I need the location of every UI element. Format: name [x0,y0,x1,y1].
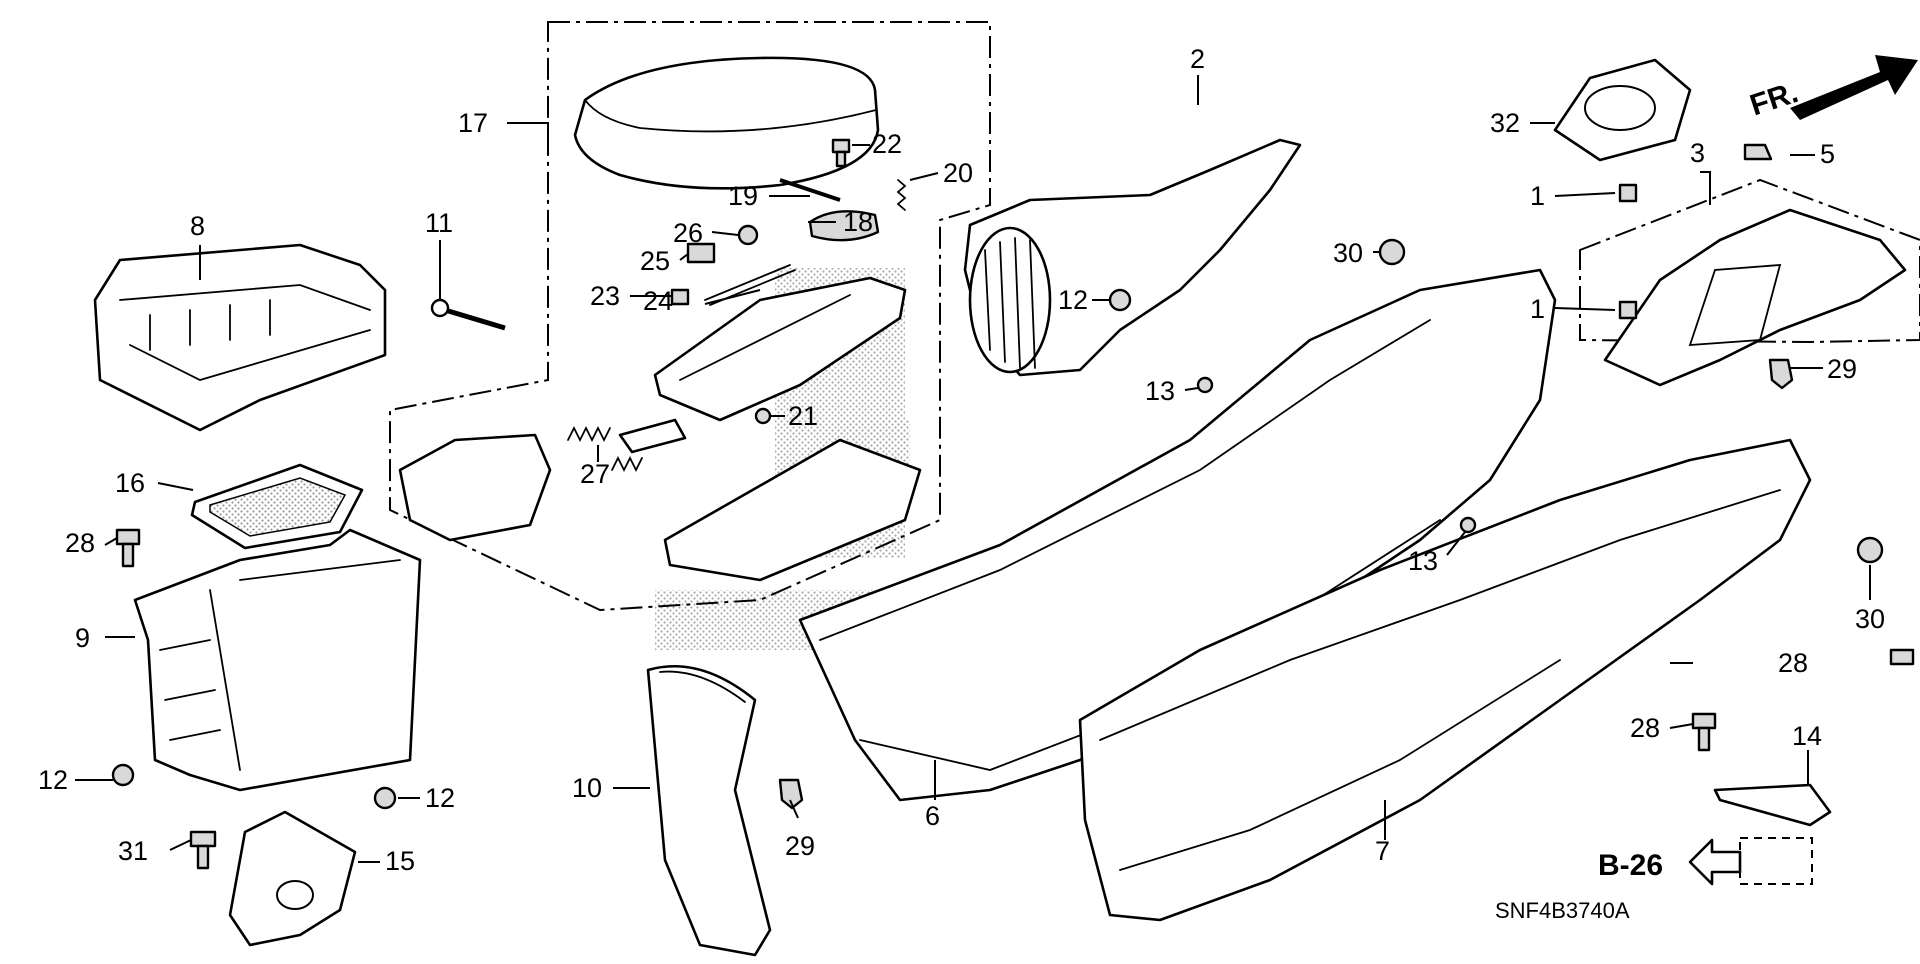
callout-label: 22 [872,129,902,159]
callout-label: 11 [425,208,453,238]
callout-label: 5 [1820,139,1835,169]
front-direction-indicator: FR. [1746,55,1918,122]
callout-label: 8 [190,211,205,241]
bolt-22 [831,138,851,168]
front-direction-label: FR. [1746,76,1802,122]
clip-23 [670,288,690,306]
callout-label: 28 [65,528,95,558]
spring-20 [896,179,907,211]
clip-1b [1618,300,1638,320]
clip-29b [1768,358,1794,390]
clip-30b [1856,536,1884,564]
shift-panel [1603,208,1907,387]
callout-label: 15 [385,846,415,876]
callout-label: 27 [580,459,610,489]
screw-13b [1459,516,1477,534]
callout-label: 30 [1855,604,1885,634]
callout-label: 18 [843,207,873,237]
callout-label: 31 [118,836,148,866]
callout-label: 13 [1408,546,1438,576]
shift-boot-bezel [1553,58,1692,162]
clip-5 [1743,143,1773,161]
callout-labels: 1 1 2 3 5 6 7 8 9 10 11 12 12 12 13 13 1… [38,44,1885,876]
callout-label: 17 [458,108,488,138]
callout-label: 26 [673,218,703,248]
console-side-panel-right [1078,438,1812,922]
armrest-hinge-base [653,276,907,422]
tray-mat [190,463,364,550]
shift-panel-group-outline [1579,178,1920,344]
springs-27 [567,418,687,473]
callout-label: 24 [643,286,673,316]
nut-12a [111,763,135,787]
long-pin-11 [430,298,506,331]
bolt-28a [115,528,141,568]
callout-label: 9 [75,623,90,653]
callout-label: 7 [1375,836,1390,866]
nut-12b [373,786,397,810]
reference-pointer: B-26 [1598,838,1742,886]
clip-1a [1618,183,1638,203]
armrest-lower-tray [663,438,922,582]
callout-label: 12 [1058,285,1088,315]
latch-knob [808,210,880,242]
rear-bracket [228,810,357,947]
callout-label: 29 [785,831,815,861]
clip-30a [1378,238,1406,266]
callout-label: 16 [115,468,145,498]
bolt-31 [189,830,217,870]
clip-29a [778,778,804,810]
armrest-group-outline [389,21,991,612]
side-cover [646,664,772,957]
callout-label: 2 [1190,44,1205,74]
callout-label: 6 [925,801,940,831]
armrest-lid [573,56,880,190]
callout-label: 14 [1792,721,1822,751]
bolt-28b [1889,648,1915,666]
callout-label: 1 [1530,181,1545,211]
callout-label: 1 [1530,294,1545,324]
callout-label: 29 [1827,354,1857,384]
console-box [133,528,422,792]
bolt-28c [1691,712,1717,752]
diagram-code: SNF4B3740A [1495,898,1630,923]
hinge-pin [779,178,841,202]
callout-label: 28 [1630,713,1660,743]
callout-label: 30 [1333,238,1363,268]
screw-13a [1196,376,1214,394]
callout-label: 23 [590,281,620,311]
reference-label: B-26 [1598,849,1663,882]
callout-label: 25 [640,246,670,276]
clip-25 [686,242,716,264]
bracket-14 [1713,783,1832,827]
leader-lines [75,75,1871,863]
callout-label: 20 [943,158,973,188]
callout-label: 21 [788,401,818,431]
screw-21 [754,407,772,425]
upper-console-tray [93,243,387,432]
callout-label: 12 [38,765,68,795]
reference-arrow-icon [1688,838,1742,886]
b26-ref-box [1739,837,1813,885]
callout-label: 28 [1778,648,1808,678]
clip-26 [737,224,759,246]
cup-holder-frame [963,138,1302,377]
hardware [111,138,1915,870]
callout-label: 19 [728,181,758,211]
callout-label: 32 [1490,108,1520,138]
callout-label: 13 [1145,376,1175,406]
callout-label: 12 [425,783,455,813]
armrest-pad [398,433,552,542]
callout-label: 10 [572,773,602,803]
nut-12c [1108,288,1132,312]
callout-label: 3 [1690,138,1705,168]
